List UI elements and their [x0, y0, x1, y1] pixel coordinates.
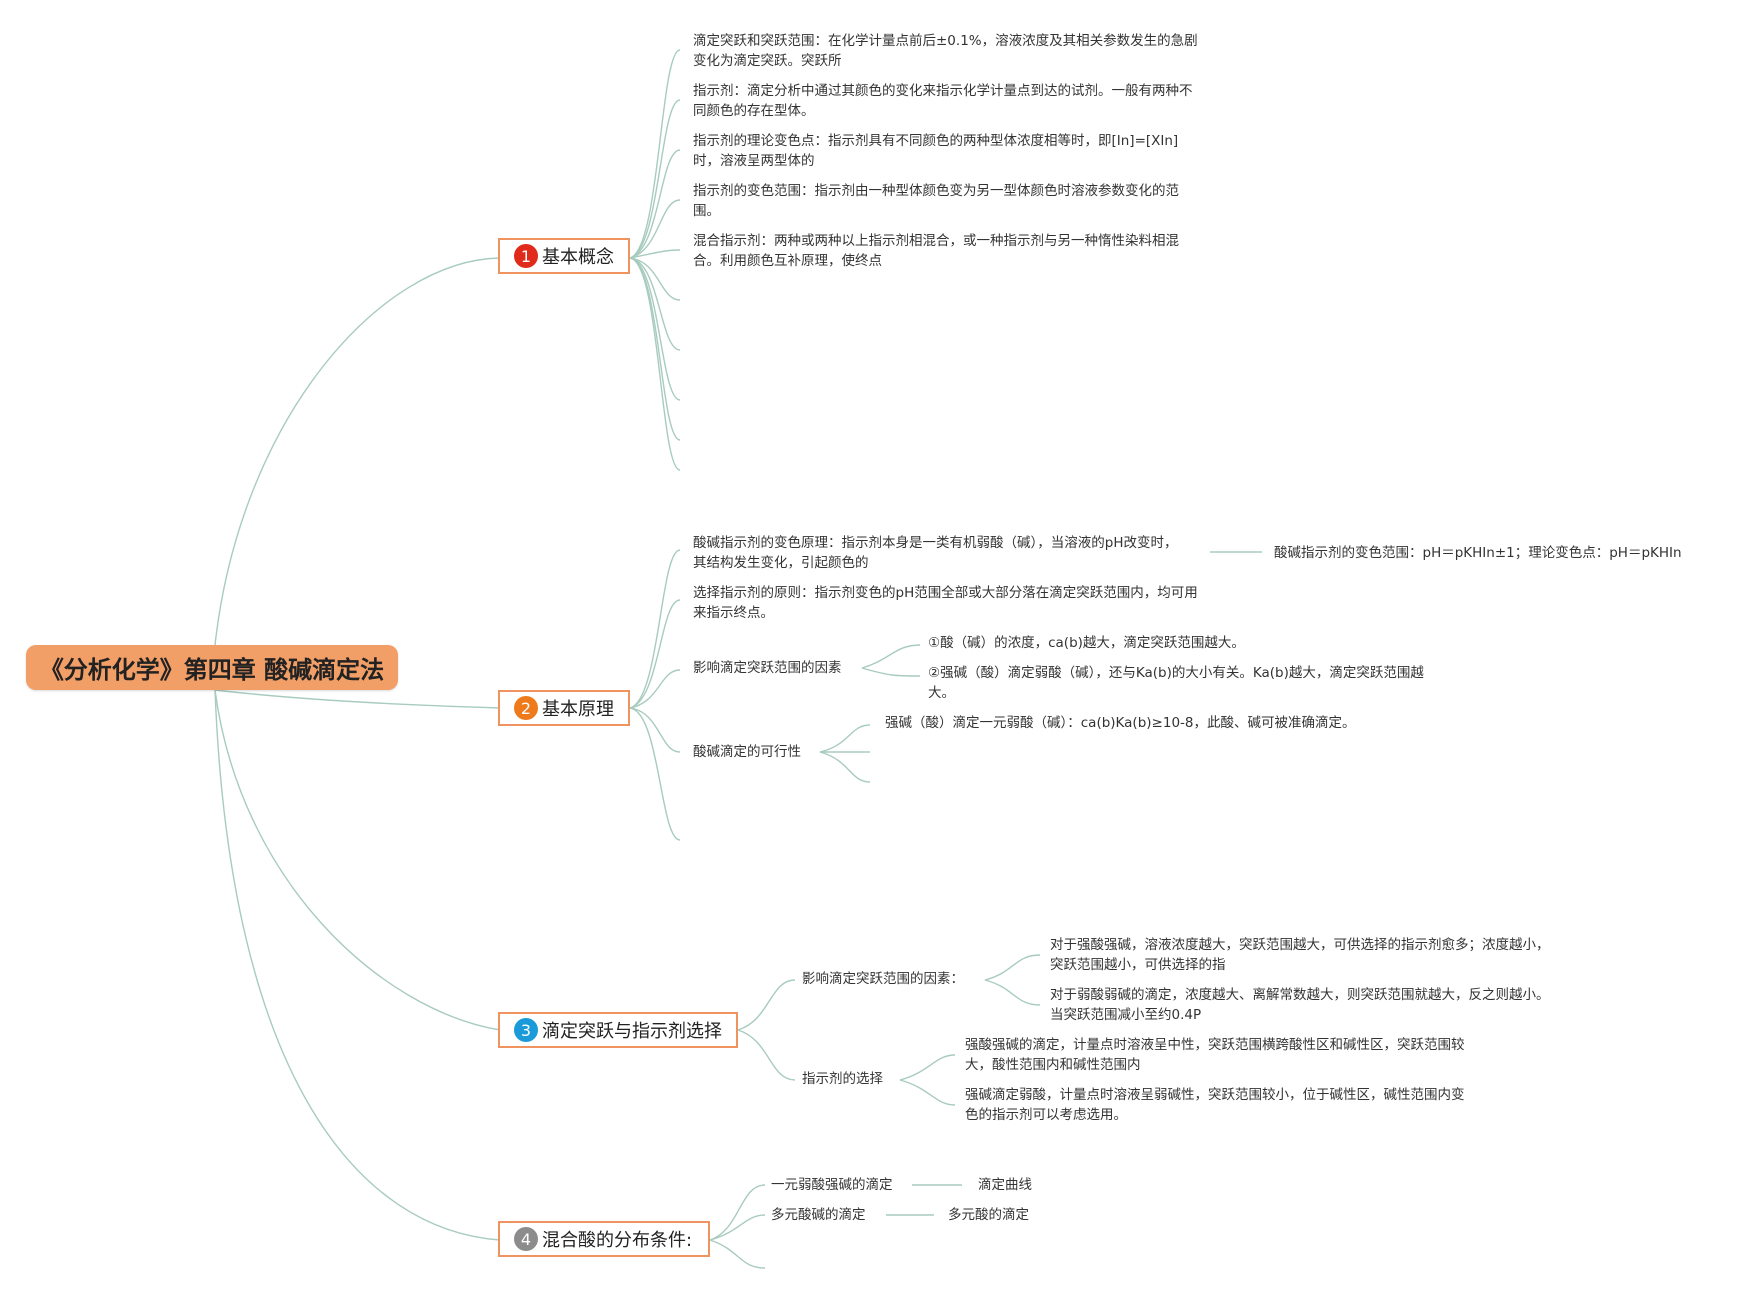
topic-label: 基本原理 — [542, 699, 614, 720]
number-badge-4: 4 — [514, 1227, 538, 1251]
leaf-selection-principle[interactable]: 选择指示剂的原则：指示剂变色的pH范围全部或大部分落在滴定突跃范围内，均可用来指… — [693, 585, 1198, 621]
node-jump-range-factors[interactable]: 影响滴定突跃范围的因素 — [693, 660, 842, 676]
number-badge-1: 1 — [514, 244, 538, 268]
leaf-ka-effect[interactable]: ②强碱（酸）滴定弱酸（碱），还与Ka(b)的大小有关。Ka(b)越大，滴定突跃范… — [928, 665, 1424, 701]
leaf-titration-jump[interactable]: 滴定突跃和突跃范围：在化学计量点前后±0.1%，溶液浓度及其相关参数发生的急剧变… — [693, 33, 1198, 69]
topic-label: 基本概念 — [542, 247, 614, 268]
number-badge-2: 2 — [514, 696, 538, 720]
topic-label: 滴定突跃与指示剂选择 — [542, 1021, 722, 1042]
topic-mixed-acid-distribution[interactable]: 4 混合酸的分布条件: — [498, 1221, 710, 1257]
leaf-indicator-range-formula[interactable]: 酸碱指示剂的变色范围：pH＝pKHIn±1；理论变色点：pH＝pKHIn — [1274, 545, 1682, 561]
topic-label: 混合酸的分布条件: — [542, 1230, 693, 1251]
leaf-strong-titration-selection[interactable]: 强酸强碱的滴定，计量点时溶液呈中性，突跃范围横跨酸性区和碱性区，突跃范围较大，酸… — [965, 1037, 1465, 1073]
node-indicator-selection[interactable]: 指示剂的选择 — [802, 1071, 883, 1087]
leaf-transition-range[interactable]: 指示剂的变色范围：指示剂由一种型体颜色变为另一型体颜色时溶液参数变化的范围。 — [693, 183, 1179, 219]
root-title: 《分析化学》第四章 酸碱滴定法 — [39, 655, 385, 684]
leaf-weak-acid-base[interactable]: 对于弱酸弱碱的滴定，浓度越大、离解常数越大，则突跃范围就越大，反之则越小。当突跃… — [1050, 987, 1550, 1023]
number-badge-3: 3 — [514, 1018, 538, 1042]
leaf-weak-acid-selection[interactable]: 强碱滴定弱酸，计量点时溶液呈弱碱性，突跃范围较小，位于碱性区，碱性范围内变色的指… — [965, 1087, 1465, 1123]
root-topic[interactable]: 《分析化学》第四章 酸碱滴定法 — [26, 645, 398, 690]
node-jump-range-factors-2[interactable]: 影响滴定突跃范围的因素： — [802, 971, 964, 987]
leaf-concentration-effect[interactable]: ①酸（碱）的浓度，ca(b)越大，滴定突跃范围越大。 — [928, 635, 1245, 651]
leaf-theoretical-transition-point[interactable]: 指示剂的理论变色点：指示剂具有不同颜色的两种型体浓度相等时，即[In]=[XIn… — [693, 133, 1179, 169]
topic-basic-concepts[interactable]: 1 基本概念 — [498, 238, 630, 274]
node-monoprotic-weak-acid[interactable]: 一元弱酸强碱的滴定 — [771, 1177, 893, 1193]
topic-jump-and-indicator-selection[interactable]: 3 滴定突跃与指示剂选择 — [498, 1012, 738, 1048]
leaf-indicator-principle[interactable]: 酸碱指示剂的变色原理：指示剂本身是一类有机弱酸（碱），当溶液的pH改变时，其结构… — [693, 535, 1178, 571]
node-titration-feasibility[interactable]: 酸碱滴定的可行性 — [693, 744, 801, 760]
leaf-mixed-indicator[interactable]: 混合指示剂：两种或两种以上指示剂相混合，或一种指示剂与另一种惰性染料相混合。利用… — [693, 233, 1179, 269]
leaf-titration-curve[interactable]: 滴定曲线 — [978, 1177, 1032, 1193]
leaf-feasibility-condition[interactable]: 强碱（酸）滴定一元弱酸（碱）：ca(b)Ka(b)≥10-8，此酸、碱可被准确滴… — [885, 715, 1356, 731]
leaf-polyprotic-acid-titration[interactable]: 多元酸的滴定 — [948, 1207, 1029, 1223]
topic-basic-principles[interactable]: 2 基本原理 — [498, 690, 630, 726]
leaf-indicator[interactable]: 指示剂：滴定分析中通过其颜色的变化来指示化学计量点到达的试剂。一般有两种不同颜色… — [693, 83, 1193, 119]
leaf-strong-acid-base[interactable]: 对于强酸强碱，溶液浓度越大，突跃范围越大，可供选择的指示剂愈多；浓度越小，突跃范… — [1050, 937, 1550, 973]
node-polyprotic-titration[interactable]: 多元酸碱的滴定 — [771, 1207, 866, 1223]
